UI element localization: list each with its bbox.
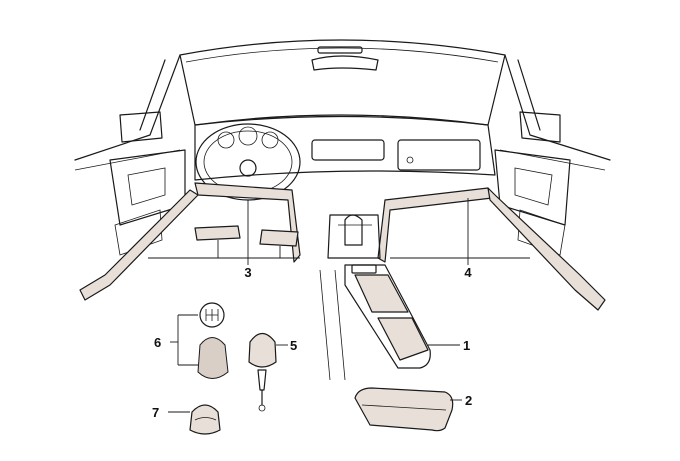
callout-3: 3 [244,265,251,280]
shift-knob [248,332,277,412]
gear-knob-set [197,302,229,379]
windshield [179,39,506,126]
dashboard [194,115,496,181]
callout-6: 6 [154,335,161,350]
shift-boot [189,404,221,435]
callout-1: 1 [463,338,470,353]
center-console [319,264,431,381]
dashboard-trim-left [79,182,301,301]
gear-selector [327,214,381,259]
rear-view-mirror [311,46,379,71]
left-side-frame [74,54,186,256]
callout-7: 7 [152,405,159,420]
callout-5: 5 [290,338,297,353]
callout-labels: 3 4 1 2 5 6 7 [152,265,472,420]
dashboard-trim-right [377,187,606,311]
armrest-cover [354,387,454,432]
callout-2: 2 [465,393,472,408]
right-side-frame [494,54,611,256]
callout-4: 4 [464,265,472,280]
leader-lines [148,198,530,413]
lower-trim-panels [194,225,299,247]
